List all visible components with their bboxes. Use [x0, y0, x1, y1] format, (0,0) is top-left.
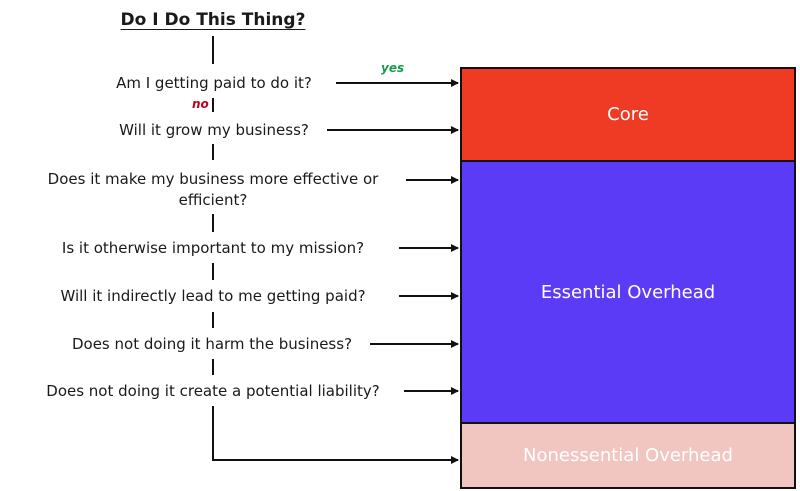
question-grow: Will it grow my business? — [119, 121, 309, 139]
question-harm: Does not doing it harm the business? — [71, 335, 353, 353]
essential-overhead-label: Essential Overhead — [540, 281, 716, 303]
question-liability: Does not doing it create a potential lia… — [46, 382, 380, 400]
question-effective: Does it make my business more effective … — [47, 170, 379, 209]
yes-label: yes — [381, 61, 405, 75]
nonessential-overhead-box: Nonessential Overhead — [460, 422, 796, 489]
nonessential-overhead-label: Nonessential Overhead — [523, 445, 733, 466]
question-mission: Is it otherwise important to my mission? — [61, 239, 365, 257]
diagram-title: Do I Do This Thing? — [120, 10, 306, 30]
essential-overhead-box: Essential Overhead — [460, 160, 796, 424]
spine-to-nonessential — [212, 406, 459, 464]
question-paid: Am I getting paid to do it? — [116, 74, 312, 92]
no-label: no — [192, 97, 209, 111]
core-box: Core — [460, 67, 796, 162]
question-indirect: Will it indirectly lead to me getting pa… — [60, 287, 366, 305]
core-label: Core — [607, 104, 649, 125]
